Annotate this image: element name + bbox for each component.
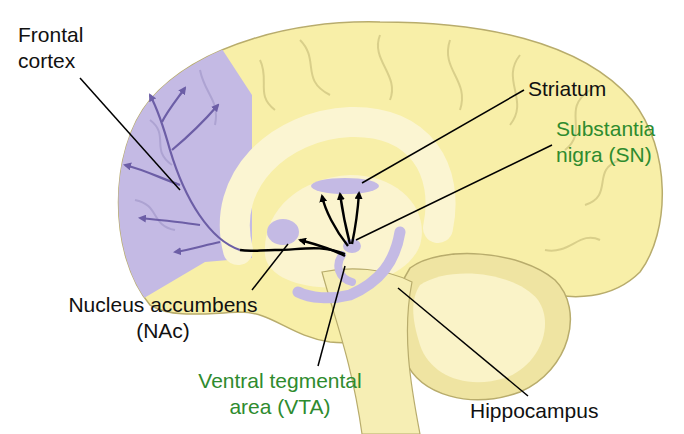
region-label: Frontal cortex <box>18 22 100 73</box>
region-label: Nucleus accumbens (NAc) <box>68 292 258 343</box>
region-label: Striatum <box>528 76 648 102</box>
region-label: Substantia nigra (SN) <box>556 116 680 167</box>
region-label: Hippocampus <box>470 398 640 424</box>
region-label: Ventral tegmental area (VTA) <box>182 368 378 419</box>
